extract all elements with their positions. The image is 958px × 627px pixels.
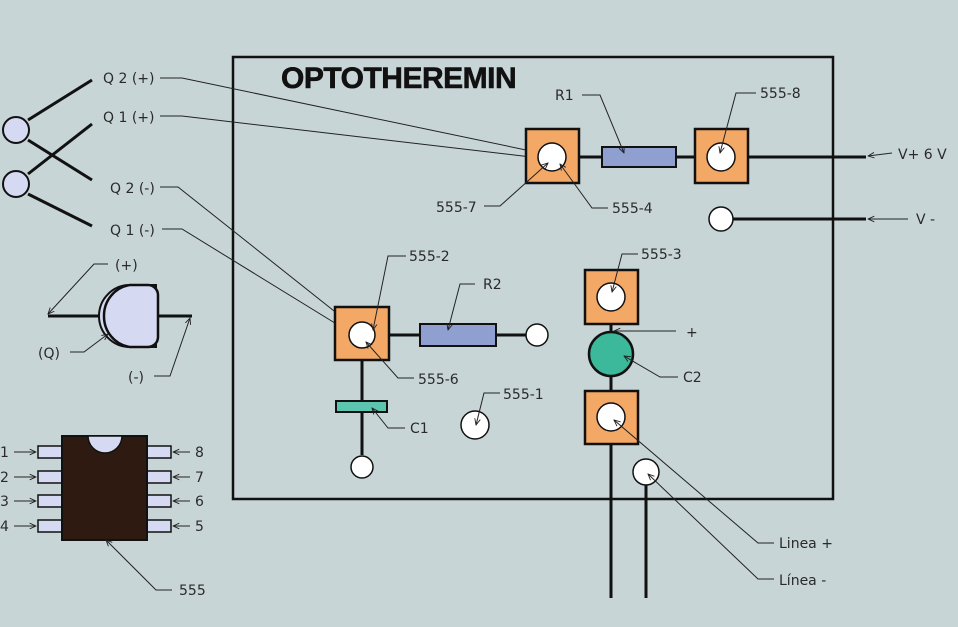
capacitor-c1 — [335, 400, 388, 413]
pin-7-label: 7 — [195, 470, 204, 486]
phototransistor-q2 — [2, 116, 30, 144]
pin-6-label: 6 — [195, 494, 204, 510]
hole-555-2-6 — [348, 321, 376, 349]
resistor-r1 — [601, 146, 677, 168]
capacitor-c2 — [587, 330, 635, 378]
resistor-r2 — [419, 323, 497, 347]
pad-555-7-4 — [524, 127, 581, 185]
label-555-2: 555-2 — [409, 249, 450, 265]
label-v-plus: V+ 6 V — [898, 147, 947, 163]
pin-1-label: 1 — [0, 445, 9, 461]
label-r1: R1 — [555, 88, 574, 104]
label-linea-plus: Linea + — [779, 536, 833, 552]
terminal-v-minus — [708, 206, 734, 232]
label-q1-plus: Q 1 (+) — [103, 110, 154, 126]
label-linea-minus: Línea - — [779, 573, 826, 589]
label-555-6: 555-6 — [418, 372, 459, 388]
ic-555-chip — [14, 435, 190, 591]
hole-555-3 — [596, 282, 626, 312]
ic-notch — [87, 435, 123, 454]
legend-plus-label: (+) — [115, 258, 138, 274]
label-555-1: 555-1 — [503, 387, 544, 403]
pin-2-label: 2 — [0, 470, 9, 486]
label-c1: C1 — [410, 421, 429, 437]
legend-minus-label: (-) — [128, 370, 144, 386]
terminal-c1 — [350, 455, 374, 479]
phototransistor-pair — [2, 78, 93, 228]
terminal-r2-end — [525, 323, 549, 347]
label-v-minus: V - — [916, 212, 935, 228]
legend-q-label: (Q) — [38, 346, 60, 362]
label-r2: R2 — [483, 277, 502, 293]
hole-linea-plus — [596, 402, 626, 432]
leader-q2-minus — [160, 186, 358, 330]
pin-8-label: 8 — [195, 445, 204, 461]
pin-3-label: 3 — [0, 494, 9, 510]
ic-555-label: 555 — [179, 583, 206, 599]
label-555-4: 555-4 — [612, 201, 653, 217]
hole-555-1 — [460, 410, 490, 440]
leader-q1-minus — [162, 228, 356, 336]
phototransistor-q1 — [2, 170, 30, 198]
label-q2-plus: Q 2 (+) — [103, 71, 154, 87]
pin-5-label: 5 — [195, 519, 204, 535]
phototransistor-legend — [48, 263, 192, 377]
label-q2-minus: Q 2 (-) — [110, 181, 155, 197]
leader-q1-plus — [160, 115, 548, 159]
label-555-3: 555-3 — [641, 247, 682, 263]
pin-4-label: 4 — [0, 519, 9, 535]
diagram-title: OPTOTHEREMIN — [281, 62, 516, 95]
hole-555-8 — [706, 142, 736, 172]
label-q1-minus: Q 1 (-) — [110, 223, 155, 239]
leader-q2-plus — [160, 77, 550, 155]
label-c2: C2 — [683, 370, 702, 386]
label-555-8: 555-8 — [760, 86, 801, 102]
label-555-7: 555-7 — [436, 200, 477, 216]
circuit-board — [231, 55, 835, 501]
label-c2-plus: + — [686, 325, 698, 341]
